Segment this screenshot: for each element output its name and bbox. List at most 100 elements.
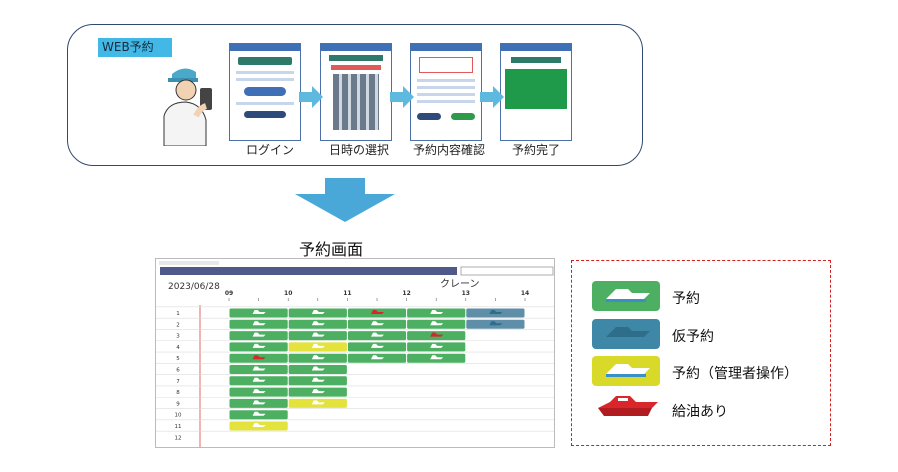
legend-label-reserved: 予約 bbox=[672, 291, 700, 307]
booking-block-reserved bbox=[407, 308, 466, 318]
legend-label-admin: 予約（管理者操作） bbox=[672, 366, 798, 382]
booking-block-reserved bbox=[229, 376, 288, 386]
legend-label-provisional: 仮予約 bbox=[672, 329, 714, 345]
reservation-screen-title: 予約画面 bbox=[299, 240, 364, 259]
legend-label-refuel: 給油あり bbox=[672, 404, 728, 420]
booking-block-reserved bbox=[288, 319, 347, 329]
booking-block-reserved bbox=[407, 353, 466, 363]
boat-icon bbox=[311, 343, 325, 348]
datetime-select-screen-thumbnail bbox=[320, 43, 392, 141]
boat-icon bbox=[371, 343, 384, 348]
hour-tick-label: 09 bbox=[225, 290, 233, 297]
step-label-login: ログイン bbox=[246, 143, 295, 157]
resource-search-box bbox=[460, 266, 554, 276]
booking-block-reserved bbox=[347, 319, 407, 329]
boat-icon bbox=[252, 400, 266, 405]
schedule-date: 2023/06/28 bbox=[168, 282, 220, 292]
boat-icon bbox=[311, 389, 325, 394]
boat-icon bbox=[311, 310, 325, 314]
flow-arrow-2-icon bbox=[390, 86, 414, 108]
boat-icon bbox=[252, 389, 266, 394]
step-label-datetime: 日時の選択 bbox=[329, 143, 390, 157]
refuel-boat-icon bbox=[252, 355, 266, 360]
boat-icon bbox=[430, 321, 444, 326]
boat-icon bbox=[252, 310, 266, 314]
booking-block-reserved bbox=[288, 308, 347, 318]
row-number-label: 3 bbox=[176, 334, 180, 340]
boat-icon bbox=[489, 310, 503, 314]
complete-screen-thumbnail bbox=[500, 43, 572, 141]
row-number-label: 12 bbox=[175, 435, 182, 441]
legend-swatch-admin bbox=[592, 356, 660, 386]
step-label-complete: 予約完了 bbox=[512, 143, 561, 157]
booking-block-reserved bbox=[347, 342, 407, 352]
row-number-label: 1 bbox=[176, 311, 180, 317]
booking-block-refuel bbox=[347, 308, 407, 318]
boat-icon bbox=[311, 321, 325, 326]
boat-icon bbox=[371, 355, 384, 360]
booking-block-reserved bbox=[288, 365, 347, 374]
booking-block-reserved bbox=[347, 353, 407, 363]
booking-block-provisional bbox=[466, 308, 525, 318]
boat-icon bbox=[489, 321, 503, 326]
hour-tick-label: 13 bbox=[462, 290, 470, 297]
booking-block-reserved bbox=[229, 331, 288, 341]
hour-tick-label: 11 bbox=[343, 290, 351, 297]
booking-block-refuel bbox=[407, 331, 466, 341]
boat-icon bbox=[430, 343, 444, 348]
booking-block-reserved bbox=[229, 342, 288, 352]
booking-block-admin bbox=[288, 342, 347, 352]
booking-block-reserved bbox=[288, 353, 347, 363]
flow-arrow-3-icon bbox=[480, 86, 504, 108]
booking-block-reserved bbox=[229, 398, 288, 408]
flow-arrow-1-icon bbox=[299, 86, 323, 108]
booking-block-reserved bbox=[407, 319, 466, 329]
boat-icon bbox=[252, 366, 266, 371]
booking-block-reserved bbox=[288, 331, 347, 341]
boat-icon bbox=[430, 355, 444, 360]
boat-icon bbox=[252, 411, 266, 416]
booking-block-reserved bbox=[229, 410, 288, 420]
booking-block-reserved bbox=[229, 319, 288, 329]
hour-tick-label: 10 bbox=[284, 290, 292, 297]
boat-icon bbox=[371, 332, 384, 337]
row-number-label: 2 bbox=[176, 322, 180, 328]
row-number-label: 6 bbox=[176, 368, 180, 374]
refuel-boat-icon bbox=[430, 332, 444, 337]
booking-block-reserved bbox=[288, 387, 347, 397]
legend-swatch-reserved bbox=[592, 281, 660, 311]
hour-tick-label: 14 bbox=[521, 290, 529, 297]
booking-block-reserved bbox=[229, 308, 288, 318]
boat-icon bbox=[311, 400, 325, 405]
booking-block-reserved bbox=[347, 331, 407, 341]
legend-swatch-provisional bbox=[592, 319, 660, 349]
row-number-label: 4 bbox=[176, 345, 180, 351]
booking-block-reserved bbox=[229, 387, 288, 397]
login-screen-thumbnail bbox=[229, 43, 301, 141]
boat-icon bbox=[311, 377, 325, 382]
row-number-label: 5 bbox=[176, 356, 180, 362]
booking-block-admin bbox=[229, 421, 288, 431]
boat-icon bbox=[430, 310, 444, 314]
legend-box: 予約 仮予約 予約（管理者操作） 給油あり bbox=[571, 260, 831, 446]
boat-icon bbox=[311, 355, 325, 360]
booking-block-reserved bbox=[288, 376, 347, 386]
booking-block-admin bbox=[288, 398, 347, 408]
confirm-screen-thumbnail bbox=[410, 43, 482, 141]
person-with-phone-icon bbox=[163, 68, 212, 146]
row-number-label: 7 bbox=[176, 379, 180, 385]
schedule-resource-name: クレーン bbox=[440, 278, 480, 290]
boat-icon bbox=[252, 321, 266, 326]
boat-icon bbox=[252, 332, 266, 337]
row-number-label: 9 bbox=[176, 401, 180, 407]
row-number-label: 10 bbox=[175, 413, 182, 419]
booking-block-reserved bbox=[407, 342, 466, 352]
booking-block-reserved bbox=[229, 365, 288, 374]
row-number-label: 11 bbox=[175, 424, 182, 430]
refuel-boat-icon bbox=[371, 310, 384, 314]
row-number-label: 8 bbox=[176, 390, 180, 396]
hour-tick-label: 12 bbox=[402, 290, 410, 297]
booking-block-provisional bbox=[466, 319, 525, 329]
